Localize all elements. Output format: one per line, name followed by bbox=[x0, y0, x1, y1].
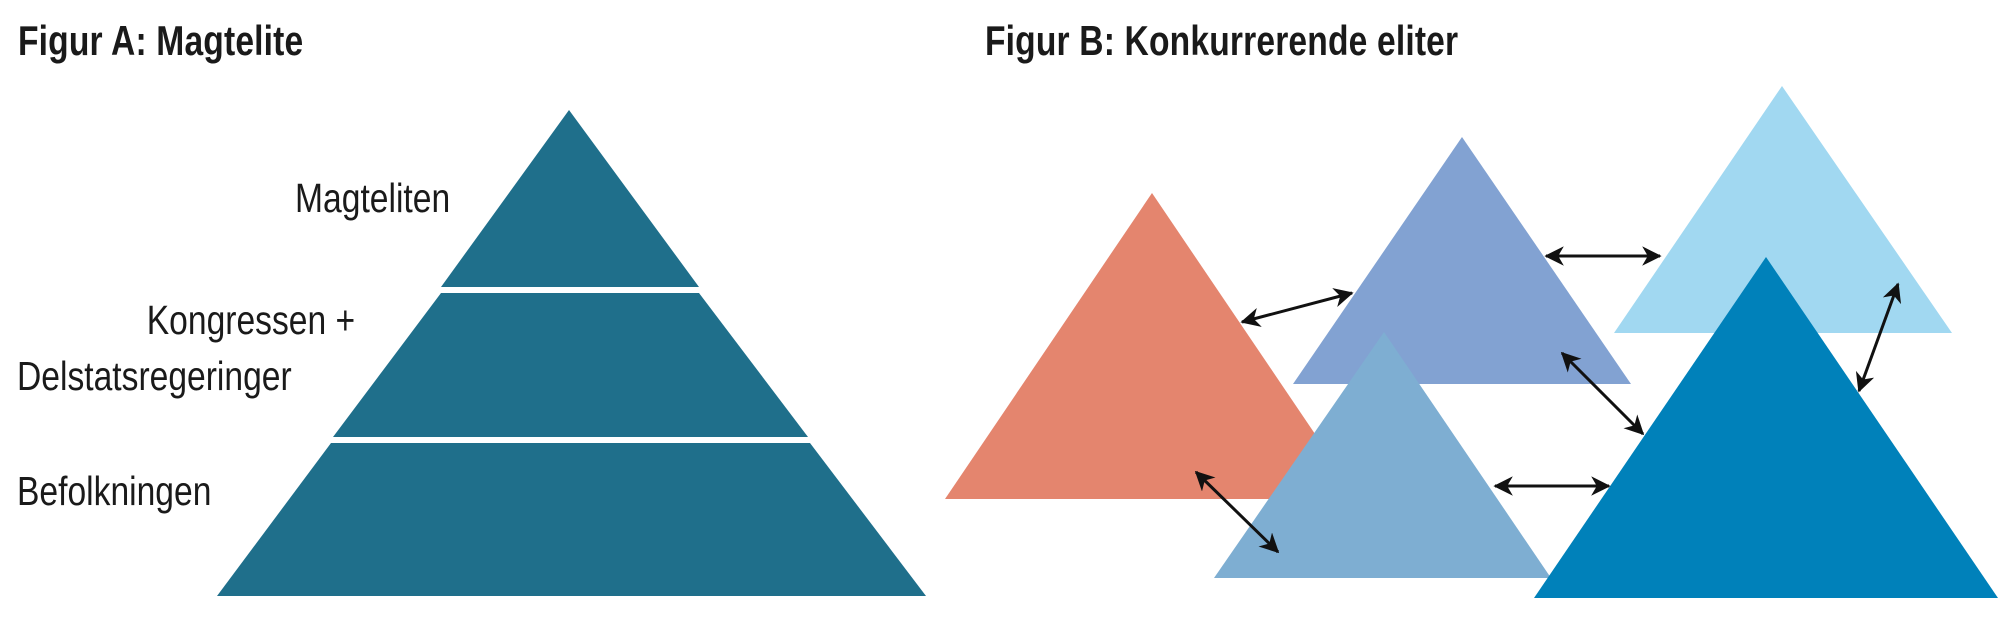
figure-b-arrows bbox=[1194, 246, 1902, 554]
figure-b-title: Figur B: Konkurrerende eliter bbox=[985, 17, 1459, 64]
label-befolkningen: Befolkningen bbox=[17, 468, 212, 514]
pyramid-tier-magteliten bbox=[441, 110, 699, 287]
figure-b-elites bbox=[945, 86, 1998, 598]
triangle-dark-blue-elite bbox=[1534, 257, 1998, 598]
double-arrow-icon bbox=[1560, 351, 1645, 436]
label-magteliten: Magteliten bbox=[294, 175, 450, 221]
double-arrow-icon bbox=[1240, 288, 1354, 327]
triangle-steel-blue-elite bbox=[1214, 332, 1551, 578]
figure-a-title: Figur A: Magtelite bbox=[18, 17, 304, 64]
double-arrow-icon bbox=[1194, 470, 1280, 554]
label-delstatsregeringer: Delstatsregeringer bbox=[17, 353, 292, 399]
pyramid-tier-befolkningen bbox=[217, 443, 926, 596]
double-arrow-icon bbox=[1855, 282, 1902, 393]
triangle-sky-blue-elite bbox=[1614, 86, 1952, 333]
triangle-orange-elite bbox=[945, 193, 1359, 499]
triangle-periwinkle-elite bbox=[1293, 137, 1631, 384]
pyramid-tier-kongressen bbox=[333, 293, 808, 437]
figure-a-pyramid bbox=[217, 110, 926, 596]
label-kongressen: Kongressen + bbox=[146, 297, 355, 343]
